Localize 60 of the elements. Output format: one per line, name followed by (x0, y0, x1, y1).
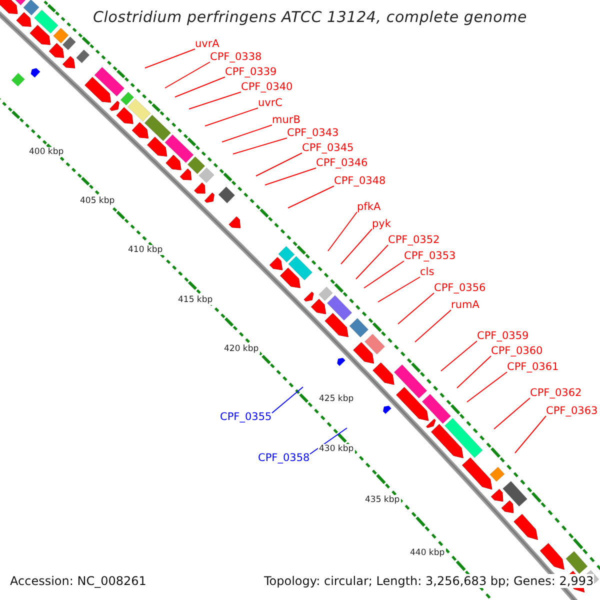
position-label: 435 kbp (364, 495, 401, 506)
gene-label: CPF_0338 (210, 51, 262, 64)
leader-line (264, 168, 316, 186)
accession-text: Accession: NC_008261 (10, 574, 146, 588)
leader-line (440, 340, 478, 372)
position-label: 420 kbp (223, 344, 260, 354)
leader-line (256, 152, 302, 176)
leader-line (272, 386, 304, 414)
leader-line (232, 138, 288, 154)
gene-label: CPF_0345 (302, 142, 354, 155)
leader-line (188, 92, 242, 110)
leader-line (174, 76, 226, 98)
genome-summary-text: Topology: circular; Length: 3,256,683 bp; Genes: 2,993 (264, 574, 594, 588)
gene-label: CPF_0346 (316, 157, 368, 170)
leader-line (204, 108, 258, 126)
gene-label: CPF_0339 (225, 66, 277, 79)
gene-label: CPF_0355 (220, 411, 272, 424)
leader-line (144, 48, 196, 68)
gene-label: CPF_0340 (241, 81, 293, 94)
gene-label: pfkA (357, 201, 381, 214)
gene-label: CPF_0362 (530, 387, 582, 400)
leader-line (378, 276, 420, 302)
gene-label: CPF_0356 (434, 282, 486, 295)
gene-label: cls (420, 266, 434, 279)
leader-line (414, 310, 452, 342)
position-label: 415 kbp (177, 295, 214, 306)
gene-label: CPF_0343 (287, 127, 339, 140)
leader-line (340, 228, 372, 264)
leader-line (364, 260, 404, 288)
gene-label: uvrC (258, 97, 283, 110)
gene-label: murB (272, 114, 300, 127)
position-label: 410 kbp (127, 245, 164, 256)
leader-line (456, 356, 492, 388)
gene-label: CPF_0360 (491, 345, 543, 358)
gene-label: CPF_0361 (507, 361, 559, 374)
gene-label: CPF_0352 (388, 234, 440, 247)
map-title: Clostridium perfringens ATCC 13124, complete genome (93, 8, 528, 26)
gene-label: CPF_0363 (546, 405, 598, 418)
leader-line (164, 62, 210, 88)
leader-line (328, 212, 358, 252)
gene-label: pyk (372, 218, 391, 231)
position-label: 430 kbp (318, 444, 355, 454)
gene-label: rumA (451, 299, 480, 312)
leader-line (398, 292, 434, 324)
leader-line (514, 416, 546, 454)
leader-line (356, 244, 388, 280)
position-label: 405 kbp (79, 196, 116, 206)
leader-line (222, 124, 272, 142)
position-label: 440 kbp (409, 548, 446, 558)
leader-line (288, 186, 334, 208)
position-label: 400 kbp (28, 147, 65, 158)
gene-label: uvrA (195, 38, 220, 51)
leader-line (466, 372, 508, 402)
leader-line (310, 428, 348, 454)
gene-label: CPF_0359 (477, 330, 529, 343)
gene-label: CPF_0348 (334, 175, 386, 188)
gene-label: CPF_0358 (258, 452, 310, 465)
leader-line (494, 398, 530, 430)
gene-label: CPF_0353 (404, 250, 456, 263)
position-label: 425 kbp (318, 394, 355, 404)
